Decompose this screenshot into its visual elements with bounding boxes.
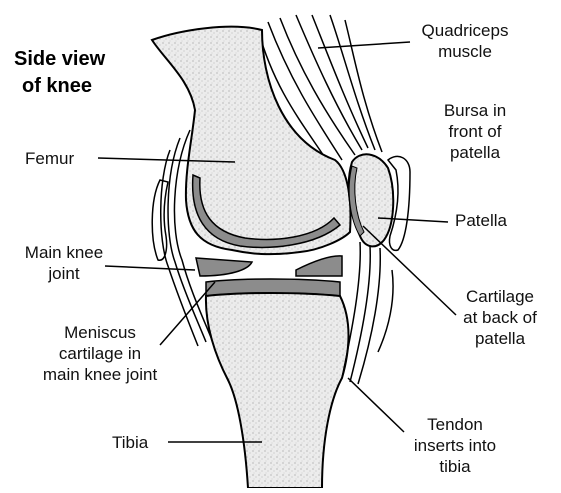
- label-meniscus-line2: cartilage in: [20, 343, 180, 364]
- label-main-knee-joint: Main knee joint: [14, 242, 114, 284]
- label-main-knee-joint-line2: joint: [14, 263, 114, 284]
- label-quadriceps: Quadriceps muscle: [400, 20, 530, 62]
- label-cartilage-back-line3: patella: [445, 328, 555, 349]
- label-bursa-line3: patella: [420, 142, 530, 163]
- label-meniscus-line1: Meniscus: [20, 322, 180, 343]
- label-bursa: Bursa in front of patella: [420, 100, 530, 163]
- tibia-bone: [206, 293, 349, 488]
- meniscus-left: [196, 258, 252, 276]
- diagram-title-line1: Side view: [14, 46, 105, 73]
- femur-bone: [152, 27, 350, 254]
- label-tendon: Tendon inserts into tibia: [400, 414, 510, 477]
- label-patella: Patella: [455, 210, 507, 231]
- label-quadriceps-line1: Quadriceps: [400, 20, 530, 41]
- meniscus-right: [296, 256, 342, 276]
- label-bursa-line1: Bursa in: [420, 100, 530, 121]
- label-bursa-line2: front of: [420, 121, 530, 142]
- label-femur: Femur: [25, 148, 74, 169]
- label-cartilage-back: Cartilage at back of patella: [445, 286, 555, 349]
- label-tendon-line2: inserts into: [400, 435, 510, 456]
- patellar-tendon: [342, 242, 393, 384]
- label-meniscus: Meniscus cartilage in main knee joint: [20, 322, 180, 385]
- label-tendon-line1: Tendon: [400, 414, 510, 435]
- label-cartilage-back-line2: at back of: [445, 307, 555, 328]
- label-quadriceps-line2: muscle: [400, 41, 530, 62]
- label-meniscus-line3: main knee joint: [20, 364, 180, 385]
- diagram-title-line2: of knee: [22, 73, 92, 100]
- label-cartilage-back-line1: Cartilage: [445, 286, 555, 307]
- label-main-knee-joint-line1: Main knee: [14, 242, 114, 263]
- label-tibia: Tibia: [112, 432, 148, 453]
- label-tendon-line3: tibia: [400, 456, 510, 477]
